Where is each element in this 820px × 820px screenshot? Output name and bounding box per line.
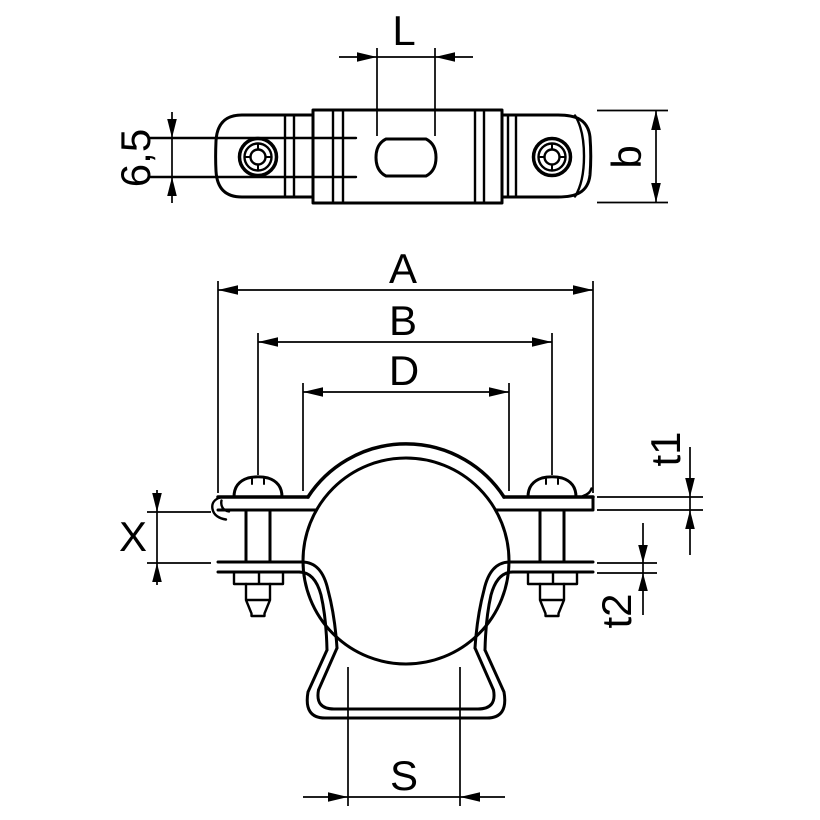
- band-edge-lines: [283, 108, 518, 205]
- arrowhead-top: [685, 478, 695, 497]
- screw-right-front: [526, 475, 579, 618]
- screw-recess: [543, 148, 561, 166]
- upper-strap-arc: [306, 442, 506, 499]
- front-view: A B D t1: [119, 245, 703, 806]
- extension-lines: [217, 281, 594, 493]
- dim-label-6-5: 6,5: [112, 129, 159, 187]
- arrowhead-bottom: [685, 510, 695, 529]
- dim-label-B: B: [389, 297, 417, 344]
- arrowhead-bottom: [152, 563, 162, 582]
- screw-drive-marks: [251, 477, 265, 485]
- arrowhead-top: [152, 493, 162, 512]
- arrowhead-bottom: [638, 573, 648, 591]
- arrowhead-left: [218, 285, 238, 295]
- arrowhead-left: [357, 52, 377, 62]
- dimension-A: A: [217, 245, 594, 493]
- lower-flange-lines: [216, 560, 595, 574]
- dim-label-S: S: [390, 752, 418, 799]
- extension-lines: [302, 383, 510, 491]
- extension-lines: [597, 496, 703, 511]
- screw-tip: [538, 582, 566, 618]
- screw-shaft: [538, 508, 566, 564]
- arrowhead-right: [532, 337, 552, 347]
- screw-head-dome: [526, 475, 578, 499]
- screw-right-top: [531, 136, 573, 178]
- captive-nut: [232, 570, 285, 586]
- dimension-S: S: [303, 667, 505, 806]
- dim-label-b: b: [603, 145, 650, 168]
- dim-label-A: A: [389, 245, 417, 292]
- dimension-t2: t2: [593, 523, 657, 629]
- screw-left-top: [237, 136, 279, 178]
- screw-head-outer: [531, 136, 573, 178]
- dimension-D: D: [302, 347, 510, 491]
- screw-head-dome: [232, 475, 284, 499]
- dimension-t1: t1: [597, 431, 703, 555]
- standoff-foot-inner: [316, 646, 496, 711]
- dim-label-X: X: [119, 513, 147, 560]
- screw-recess: [249, 148, 267, 166]
- arrowhead-right: [573, 285, 593, 295]
- arrowhead-right: [460, 792, 480, 802]
- arrowhead-right: [435, 52, 455, 62]
- screw-drive-marks: [545, 477, 559, 485]
- arrowhead-top: [167, 119, 177, 138]
- arrowhead-top: [638, 545, 648, 563]
- flange-right-uptick: [581, 487, 593, 498]
- lower-strap: [216, 560, 595, 720]
- dim-label-t1: t1: [642, 431, 689, 466]
- screw-drive-ticks: [243, 142, 273, 172]
- arrowhead-top: [651, 110, 661, 130]
- arrowhead-right: [489, 387, 509, 397]
- hex-slot-hole: [374, 137, 438, 178]
- left-end-cap: [214, 113, 315, 199]
- top-view-outline: [148, 108, 593, 205]
- dim-label-t2: t2: [593, 593, 640, 628]
- pipe-circle: [301, 456, 511, 666]
- lower-strap-left-bend: [297, 560, 339, 652]
- dimension-slot-width: 6,5: [112, 112, 177, 203]
- dimension-b: b: [597, 109, 668, 204]
- screw-head-outer: [237, 136, 279, 178]
- screw-shaft: [244, 508, 272, 564]
- lower-strap-right-bend: [473, 560, 515, 652]
- arrowhead-left: [328, 792, 348, 802]
- extension-lines: [597, 562, 657, 574]
- right-end-cap-inner-arc: [573, 114, 586, 198]
- flange-bottom-lines: [216, 495, 595, 512]
- dimension-B: B: [257, 297, 553, 475]
- flange-left-curl: [211, 495, 231, 521]
- captive-nut: [526, 570, 579, 586]
- screw-tip: [244, 582, 272, 618]
- extension-lines: [257, 333, 553, 475]
- arrowhead-bottom: [651, 183, 661, 203]
- extension-lines: [347, 667, 461, 806]
- extension-lines: [376, 48, 436, 136]
- arrowhead-left: [303, 387, 323, 397]
- standoff-foot-outer: [305, 648, 507, 720]
- arrowhead-bottom: [167, 177, 177, 196]
- dimension-X: X: [119, 490, 211, 585]
- top-view: L 6,5 b: [112, 7, 668, 205]
- center-band: [311, 108, 504, 205]
- screw-left-front: [232, 475, 285, 618]
- dim-label-L: L: [392, 7, 415, 54]
- screw-drive-ticks: [537, 142, 567, 172]
- dim-label-D: D: [389, 347, 419, 394]
- arrowhead-left: [258, 337, 278, 347]
- dimension-L: L: [339, 7, 473, 136]
